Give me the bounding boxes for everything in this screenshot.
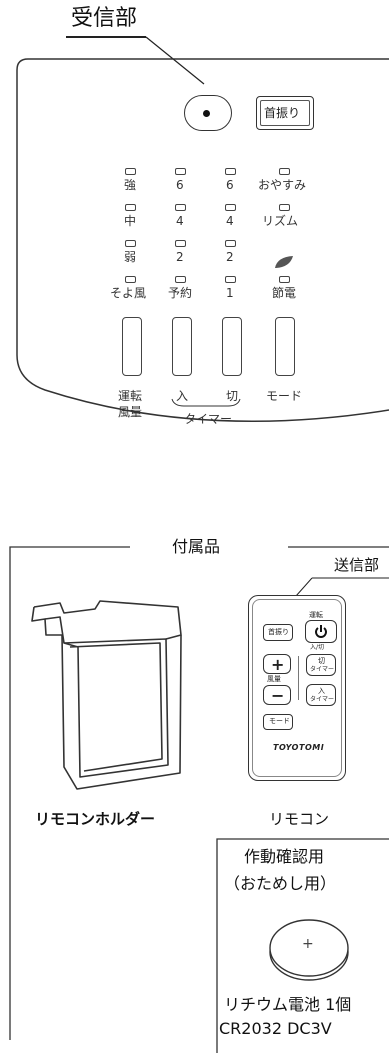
remote-power-button[interactable] bbox=[305, 620, 337, 643]
indicator-breeze bbox=[125, 276, 136, 283]
holder-name: リモコンホルダー bbox=[35, 810, 156, 828]
indicator-6-left bbox=[175, 168, 186, 175]
control-panel bbox=[16, 58, 389, 422]
indicator-4-right bbox=[225, 204, 236, 211]
indicator-1 bbox=[225, 276, 236, 283]
plus-icon: + bbox=[271, 655, 285, 674]
receiver-label: 受信部 bbox=[71, 6, 138, 31]
coin-battery-image bbox=[269, 919, 349, 981]
transmitter-leader-line bbox=[295, 577, 389, 597]
label-strong: 強 bbox=[124, 178, 137, 192]
label-6-right: 6 bbox=[226, 178, 234, 192]
label-sleep: おやすみ bbox=[258, 178, 307, 192]
label-weak: 弱 bbox=[124, 250, 137, 264]
remote-divider bbox=[298, 656, 299, 700]
remote-off-timer-button[interactable]: 切 タイマー bbox=[306, 654, 336, 676]
indicator-2-left bbox=[175, 240, 186, 247]
remote-mode-button[interactable]: モード bbox=[263, 714, 293, 730]
label-4-right: 4 bbox=[226, 214, 234, 228]
indicator-strong bbox=[125, 168, 136, 175]
receiver-dot bbox=[203, 110, 210, 117]
swing-button[interactable]: 首振り bbox=[256, 96, 314, 130]
remote-swing-button[interactable]: 首振り bbox=[263, 624, 293, 641]
timer-off-button[interactable] bbox=[222, 317, 242, 376]
off-timer-label-1: 切 bbox=[318, 657, 325, 665]
indicator-rhythm bbox=[279, 204, 290, 211]
transmitter-label: 送信部 bbox=[334, 556, 380, 574]
label-airflow: 風量 bbox=[118, 405, 143, 419]
indicator-eco bbox=[279, 276, 290, 283]
remote-face bbox=[252, 599, 342, 777]
remote-control: 運転 首振り 入/切 + 風量 − 切 タイマー 入 タイマー モード TOYO… bbox=[248, 595, 346, 781]
label-2-left: 2 bbox=[176, 250, 184, 264]
power-icon bbox=[315, 625, 327, 638]
label-run: 運転 bbox=[118, 389, 143, 403]
remote-on-timer-button[interactable]: 入 タイマー bbox=[306, 684, 336, 706]
indicator-medium bbox=[125, 204, 136, 211]
indicator-6-right bbox=[225, 168, 236, 175]
off-timer-label-2: タイマー bbox=[310, 666, 335, 673]
minus-icon: − bbox=[271, 686, 285, 705]
run-airflow-button[interactable] bbox=[122, 317, 142, 376]
battery-box bbox=[216, 838, 389, 1053]
brand-logo: TOYOTOMI bbox=[273, 743, 325, 752]
label-1: 1 bbox=[226, 286, 234, 300]
timer-on-button[interactable] bbox=[172, 317, 192, 376]
receiver-leader-line bbox=[145, 36, 205, 85]
battery-line3: リチウム電池 1個 bbox=[224, 995, 352, 1014]
accessories-frame bbox=[9, 546, 389, 1040]
remote-on-off-label: 入/切 bbox=[310, 644, 325, 651]
remote-plus-button[interactable]: + bbox=[263, 654, 291, 674]
receiver-label-underline bbox=[66, 36, 146, 38]
timer-bracket bbox=[171, 398, 241, 407]
indicator-2-right bbox=[225, 240, 236, 247]
remote-airflow-label: 風量 bbox=[267, 675, 281, 683]
label-timer-on: 入 bbox=[176, 389, 189, 403]
accessories-title: 付属品 bbox=[172, 537, 221, 556]
label-timer-off: 切 bbox=[226, 389, 239, 403]
on-timer-label-1: 入 bbox=[318, 687, 325, 695]
indicator-4-left bbox=[175, 204, 186, 211]
remote-mode-label: モード bbox=[269, 717, 290, 725]
swing-button-label: 首振り bbox=[264, 106, 301, 120]
remote-minus-button[interactable]: − bbox=[263, 685, 291, 705]
label-mode: モード bbox=[266, 389, 303, 403]
label-4-left: 4 bbox=[176, 214, 184, 228]
battery-line1: 作動確認用 bbox=[244, 847, 325, 866]
label-reserve: 予約 bbox=[168, 286, 193, 300]
receiver-window bbox=[184, 95, 232, 131]
indicator-sleep bbox=[279, 168, 290, 175]
leaf-icon bbox=[275, 256, 293, 268]
battery-line2: （おためし用） bbox=[224, 874, 337, 893]
label-timer: タイマー bbox=[184, 412, 233, 426]
remote-holder-image bbox=[31, 600, 182, 790]
mode-button[interactable] bbox=[275, 317, 295, 376]
label-rhythm: リズム bbox=[262, 214, 299, 228]
label-2-right: 2 bbox=[226, 250, 234, 264]
label-6-left: 6 bbox=[176, 178, 184, 192]
remote-name: リモコン bbox=[269, 810, 330, 828]
battery-line4: CR2032 DC3V bbox=[219, 1019, 332, 1038]
remote-run-label: 運転 bbox=[309, 611, 323, 619]
label-breeze: そよ風 bbox=[110, 286, 147, 300]
label-eco: 節電 bbox=[272, 286, 297, 300]
indicator-reserve bbox=[175, 276, 186, 283]
label-medium: 中 bbox=[124, 214, 137, 228]
on-timer-label-2: タイマー bbox=[310, 696, 335, 703]
battery-plus: + bbox=[302, 936, 314, 952]
remote-swing-label: 首振り bbox=[268, 628, 289, 636]
indicator-weak bbox=[125, 240, 136, 247]
